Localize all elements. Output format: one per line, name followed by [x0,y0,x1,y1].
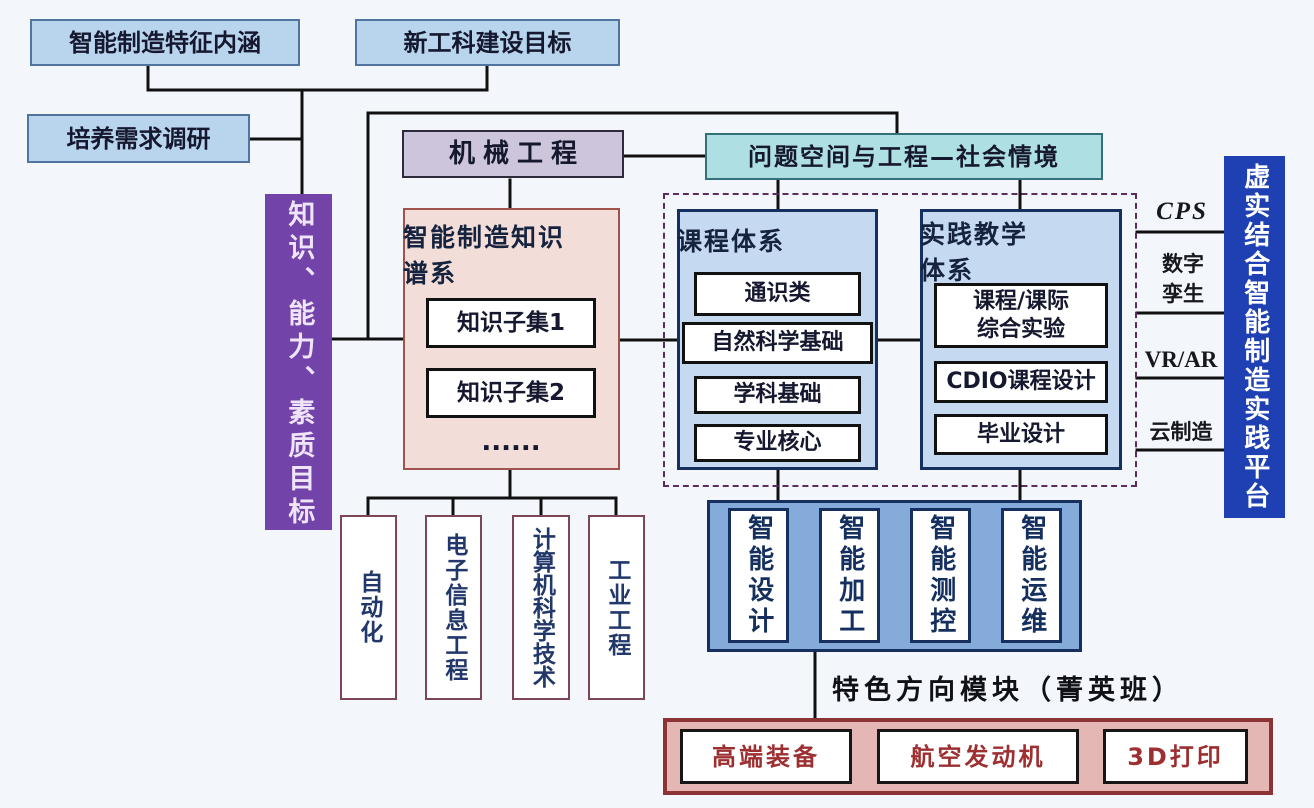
node-smart-measurement: 智能测控 [910,508,971,643]
label-digital-twin: 数字 孪生 [1162,251,1204,306]
knowledge-ellipsis: ...... [481,426,541,457]
node-major-computer-science: 计算机科学技术 [512,515,570,700]
label-cloud-manufacturing: 云制造 [1149,420,1213,445]
label-vr-ar: VR/AR [1144,346,1218,372]
node-problem-space: 问题空间与工程—社会情境 [705,133,1103,180]
node-knowledge-subset-2: 知识子集2 [426,368,596,418]
node-smart-mfg-features: 智能制造特征内涵 [30,19,300,66]
node-cdio-course-design: CDIO课程设计 [934,361,1108,403]
node-new-engineering-goal: 新工科建设目标 [355,19,620,66]
node-general-courses: 通识类 [694,272,861,316]
node-major-electronic-info: 电子信息工程 [425,515,482,700]
node-high-end-equipment: 高端装备 [680,729,852,784]
node-virtual-real-platform: 虚实结合智能制造实践平台 [1224,156,1285,518]
node-major-automation: 自动化 [340,515,397,700]
node-comprehensive-experiment: 课程/课际 综合实验 [934,283,1108,348]
node-knowledge-subset-1: 知识子集1 [426,298,596,348]
practice-system-title: 实践教学 体系 [920,220,1029,285]
node-training-demand-survey: 培养需求调研 [27,114,250,163]
node-graduation-project: 毕业设计 [934,414,1108,455]
node-aero-engine: 航空发动机 [877,729,1079,784]
label-cps: CPS [1156,197,1208,225]
node-discipline-basics: 学科基础 [694,376,861,414]
node-natural-science-basics: 自然科学基础 [682,322,873,364]
knowledge-title: 智能制造知识 谱系 [403,223,566,288]
node-3d-printing: 3D打印 [1103,729,1248,784]
node-smart-design: 智能设计 [728,508,789,643]
dashed-frame [663,193,1137,487]
label-elite-module: 特色方向模块（菁英班） [832,675,1184,706]
course-system-title: 课程体系 [677,227,786,256]
node-smart-machining: 智能加工 [819,508,880,643]
node-professional-core: 专业核心 [694,424,861,462]
node-knowledge-ability-quality-goal: 知识、能力、素质目标 [265,194,332,530]
node-major-industrial-engineering: 工业工程 [588,515,645,700]
node-mechanical-engineering: 机械工程 [402,130,624,178]
node-smart-operation: 智能运维 [1001,508,1062,643]
